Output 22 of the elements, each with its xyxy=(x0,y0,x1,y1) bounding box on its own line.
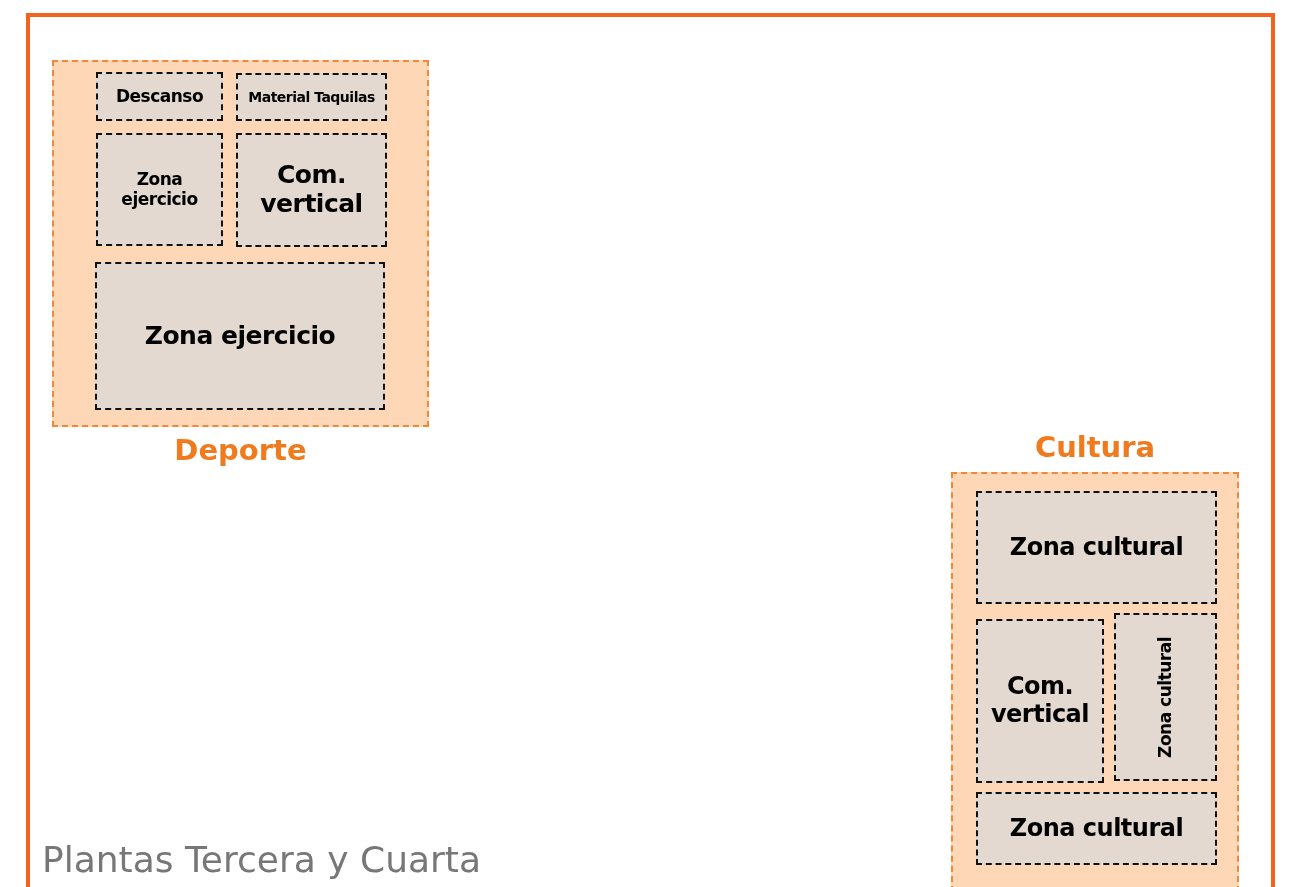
zone-heading: Deporte xyxy=(173,433,308,467)
room-label: Zona cultural xyxy=(1155,636,1176,758)
room-box xyxy=(1114,613,1217,781)
room-box xyxy=(96,72,223,121)
room-label: Zona cultural xyxy=(1009,814,1184,843)
floor-plan-frame xyxy=(26,13,1275,887)
room-label: Descanso xyxy=(115,86,204,107)
room-box xyxy=(976,491,1217,604)
room-box xyxy=(976,792,1217,865)
room-label: Zona cultural xyxy=(1009,533,1184,562)
room-box xyxy=(96,133,223,246)
zone-heading: Cultura xyxy=(1033,430,1157,464)
room-box xyxy=(976,619,1104,783)
room-label: Material Taquilas xyxy=(248,88,375,106)
room-box xyxy=(95,262,385,410)
room-label: Com. vertical xyxy=(259,161,364,219)
room-label: Com. vertical xyxy=(989,673,1091,729)
room-label: Zona ejercicio xyxy=(120,169,199,210)
room-box xyxy=(236,73,387,121)
plan-caption: Plantas Tercera y Cuarta xyxy=(42,839,481,881)
room-box xyxy=(236,133,387,247)
room-label: Zona ejercicio xyxy=(144,321,336,351)
